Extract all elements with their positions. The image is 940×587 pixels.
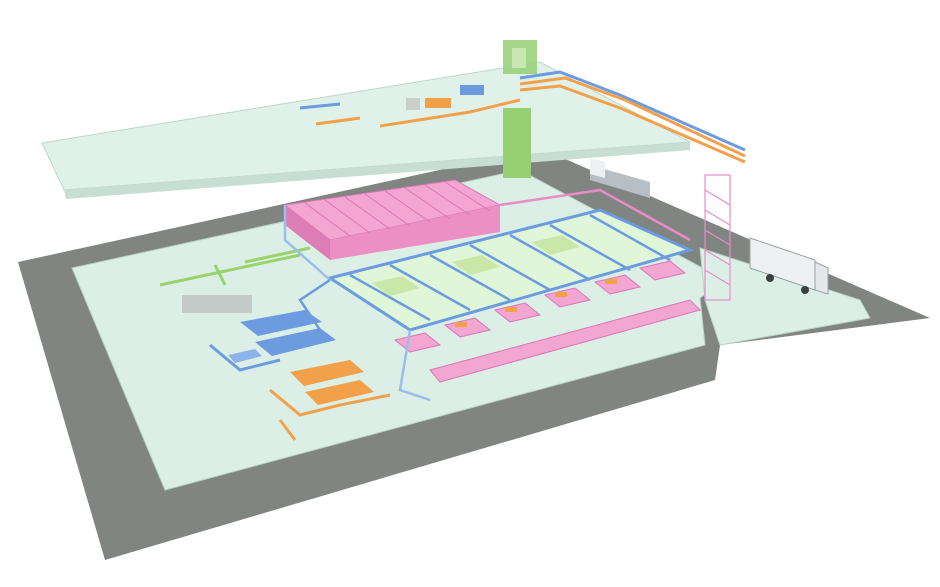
blue-processing-line [209, 310, 336, 372]
sorting-conveyor-grid [326, 208, 695, 332]
orange-processing-line [269, 360, 391, 441]
green-inbound-line [159, 246, 311, 287]
grey-wall-block [182, 295, 252, 313]
upper-box-blue [460, 85, 484, 95]
truck-lower [749, 237, 829, 295]
vertical-lift [503, 40, 537, 178]
main-conveyor-loop [283, 188, 691, 402]
pink-vertical-conveyor [704, 174, 731, 301]
upper-deck-edge [64, 142, 690, 199]
upper-box-orange [425, 98, 451, 108]
upper-conveyors [299, 70, 746, 164]
upper-box-grey [406, 98, 420, 110]
loading-dock [699, 247, 871, 346]
truck-upper [590, 158, 650, 198]
picking-orange-highlights [455, 279, 617, 327]
